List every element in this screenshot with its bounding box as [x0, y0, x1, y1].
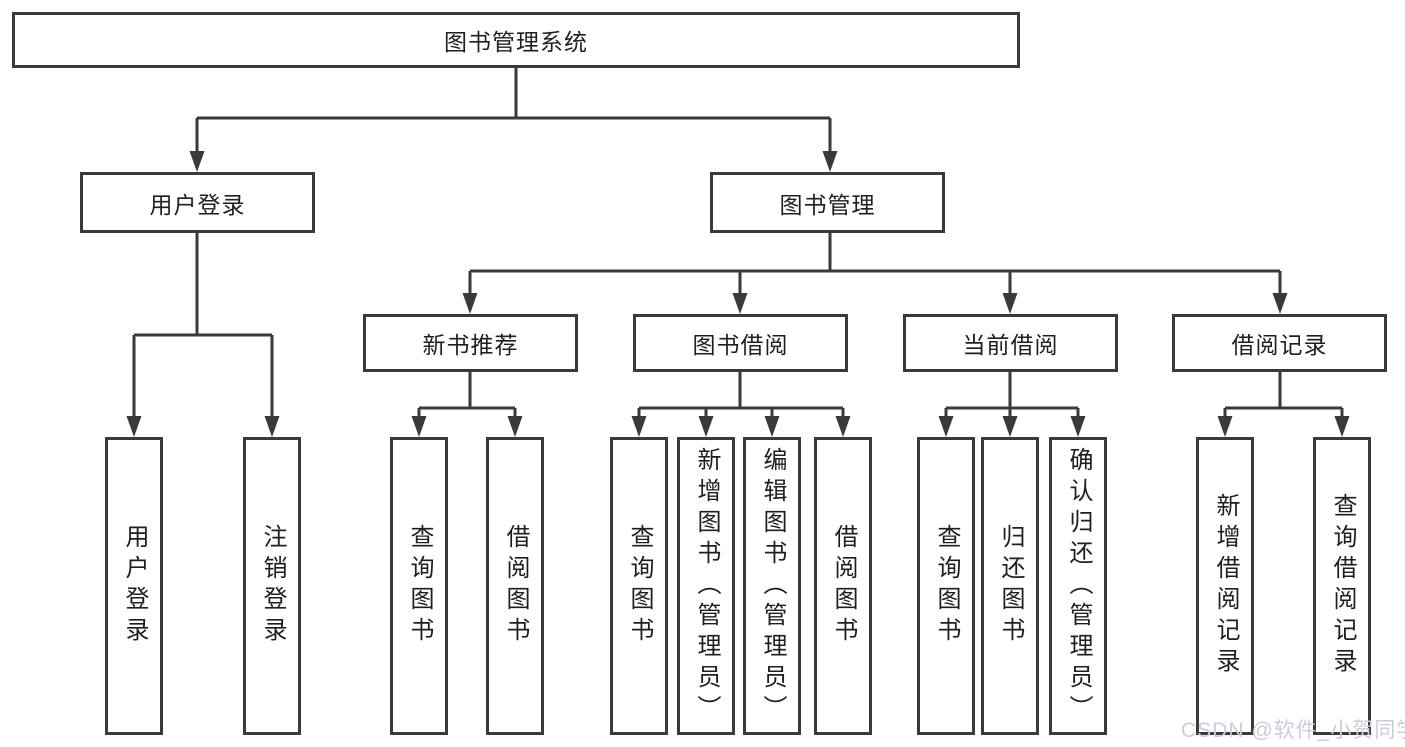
node-book-borrow: 图书借阅 [633, 314, 848, 372]
node-label: 归还图书 [997, 524, 1024, 648]
node-label: 图书借阅 [692, 332, 789, 358]
leaf-br-query-record: 查询借阅记录 [1313, 437, 1371, 735]
leaf-bb-borrow-book: 借阅图书 [814, 437, 872, 735]
node-label: 借阅图书 [502, 524, 529, 648]
leaf-user-login: 用户登录 [105, 437, 163, 735]
leaf-cb-query-book: 查询图书 [917, 437, 975, 735]
leaf-bb-query-book: 查询图书 [610, 437, 668, 735]
csdn-watermark: CSDN @软件_小贺同学 [1181, 719, 1405, 742]
leaf-cb-confirm-return-admin: 确认归还（管理员） [1049, 437, 1107, 735]
node-label: 图书管理 [779, 191, 876, 218]
node-label: 查询图书 [933, 524, 960, 648]
node-borrow-records: 借阅记录 [1172, 314, 1387, 372]
node-new-book-recommend: 新书推荐 [363, 314, 578, 372]
node-label: 编辑图书（管理员） [759, 446, 786, 726]
node-current-borrow: 当前借阅 [903, 314, 1118, 372]
node-label: 图书管理系统 [444, 29, 588, 55]
node-label: 确认归还（管理员） [1065, 446, 1092, 726]
node-book-management: 图书管理 [710, 172, 945, 233]
node-label: 新书推荐 [422, 332, 519, 358]
node-label: 查询借阅记录 [1329, 493, 1356, 679]
leaf-nbr-borrow-book: 借阅图书 [486, 437, 544, 735]
leaf-bb-add-book-admin: 新增图书（管理员） [677, 437, 735, 735]
node-user-login: 用户登录 [80, 172, 315, 233]
node-label: 当前借阅 [962, 332, 1059, 358]
node-label: 借阅记录 [1231, 332, 1328, 358]
leaf-nbr-query-book: 查询图书 [390, 437, 448, 735]
node-label: 新增图书（管理员） [693, 446, 720, 726]
node-label: 查询图书 [626, 524, 653, 648]
leaf-br-add-record: 新增借阅记录 [1196, 437, 1254, 735]
node-label: 用户登录 [149, 191, 246, 218]
leaf-cb-return-book: 归还图书 [981, 437, 1039, 735]
node-label: 查询图书 [406, 524, 433, 648]
leaf-bb-edit-book-admin: 编辑图书（管理员） [743, 437, 801, 735]
node-library-management-system: 图书管理系统 [12, 12, 1020, 68]
node-label: 用户登录 [121, 524, 148, 648]
leaf-logout: 注销登录 [243, 437, 301, 735]
node-label: 新增借阅记录 [1212, 493, 1239, 679]
node-label: 注销登录 [259, 524, 286, 648]
node-label: 借阅图书 [830, 524, 857, 648]
